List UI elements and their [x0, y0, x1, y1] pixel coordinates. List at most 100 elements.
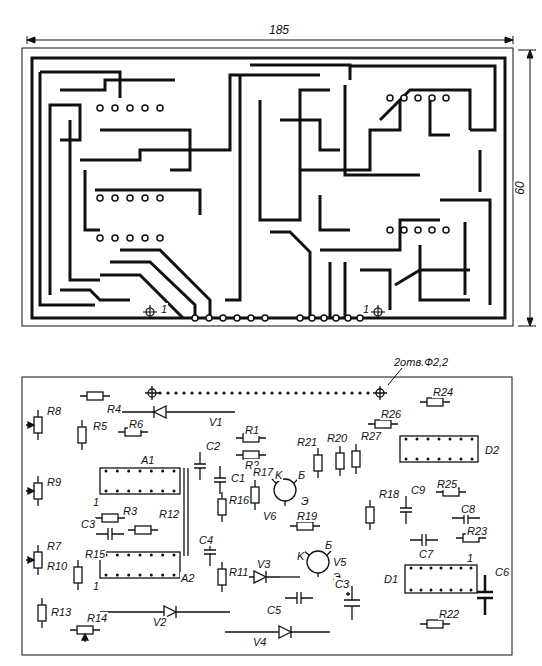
pad: [112, 105, 118, 111]
hole-dot: [166, 391, 169, 394]
ic-pin: [405, 458, 408, 461]
pad: [142, 105, 148, 111]
part-label: R16: [228, 494, 250, 506]
terminal-label: Б: [297, 469, 306, 481]
part-label: A2: [180, 572, 195, 584]
ic-pin: [460, 438, 463, 441]
ic-pin: [161, 470, 164, 473]
ic-pin: [127, 554, 130, 557]
ic-pin: [460, 589, 463, 592]
pad: [401, 95, 407, 101]
ic-pin: [416, 458, 419, 461]
pad: [248, 315, 254, 321]
hole-dot: [206, 391, 209, 394]
part-label: R18: [378, 488, 400, 500]
pad: [415, 227, 421, 233]
pin-number: 1: [160, 303, 168, 315]
part-label: R10: [46, 560, 68, 572]
hole-dot: [182, 391, 185, 394]
part-label: C3: [80, 518, 96, 530]
ic-pin: [105, 470, 108, 473]
part-label: R5: [92, 420, 108, 432]
ic-pin: [105, 490, 108, 493]
hole-dot: [310, 391, 313, 394]
ic-pin: [420, 589, 423, 592]
pad: [234, 315, 240, 321]
ic-pin: [440, 589, 443, 592]
part-label: C7: [418, 548, 434, 560]
ic-pin: [173, 554, 176, 557]
pin-number: 1: [362, 303, 370, 315]
ic-pin: [173, 574, 176, 577]
pad: [321, 315, 327, 321]
ic-pin: [416, 438, 419, 441]
ic-pin: [127, 470, 130, 473]
pin-number: 1: [466, 552, 474, 564]
part-label: R8: [46, 405, 62, 417]
component-layout: [22, 368, 512, 655]
part-label: R3: [122, 505, 138, 517]
part-label: V2: [152, 616, 167, 628]
ic-pin: [420, 567, 423, 570]
hole-dot: [222, 391, 225, 394]
part-label: C6: [494, 566, 510, 578]
part-label: V3: [256, 558, 271, 570]
pin-number: 1: [92, 496, 100, 508]
hole-dot: [366, 391, 369, 394]
ic-pin: [139, 554, 142, 557]
terminal-label: K: [296, 550, 305, 562]
hole-dot: [214, 391, 217, 394]
ic-pin: [161, 490, 164, 493]
part-label: C4: [198, 534, 214, 546]
dimension-lines: [27, 36, 536, 326]
ic-pin: [450, 589, 453, 592]
part-label: R22: [438, 608, 460, 620]
pad: [157, 235, 163, 241]
part-label: V4: [252, 636, 267, 648]
part-label: R19: [296, 510, 318, 522]
part-label: R12: [158, 508, 180, 520]
part-label: R17: [252, 466, 274, 478]
pad: [443, 227, 449, 233]
hole-dot: [278, 391, 281, 394]
ic-pin: [427, 458, 430, 461]
part-label: D1: [383, 573, 399, 585]
pad: [401, 227, 407, 233]
ic-pin: [438, 458, 441, 461]
pin-number: 1: [92, 580, 100, 592]
hole-dot: [198, 391, 201, 394]
ic-pin: [449, 458, 452, 461]
pad: [429, 227, 435, 233]
dimension-label: 60: [514, 180, 526, 195]
part-label: D2: [484, 444, 500, 456]
hole-dot: [174, 391, 177, 394]
part-label: V5: [332, 556, 347, 568]
ic-pin: [161, 574, 164, 577]
copper-traces: [22, 48, 513, 326]
pad: [206, 315, 212, 321]
hole-dot: [238, 391, 241, 394]
hole-dot: [254, 391, 257, 394]
hole-dot: [302, 391, 305, 394]
part-label: R27: [360, 430, 382, 442]
ic-pin: [449, 438, 452, 441]
pad: [112, 195, 118, 201]
part-label: R13: [50, 606, 72, 618]
ic-pin: [127, 574, 130, 577]
ic-pin: [173, 470, 176, 473]
ic-pin: [460, 458, 463, 461]
part-label: R11: [228, 566, 249, 578]
ic-pin: [116, 490, 119, 493]
pad: [97, 235, 103, 241]
pad: [387, 227, 393, 233]
ic-pin: [427, 438, 430, 441]
hole-dot: [286, 391, 289, 394]
part-label: R1: [244, 424, 260, 436]
pad: [97, 195, 103, 201]
pad: [97, 105, 103, 111]
hole-dot: [318, 391, 321, 394]
pad: [262, 315, 268, 321]
pad: [387, 95, 393, 101]
ic-pin: [430, 567, 433, 570]
part-label: R21: [296, 436, 318, 448]
